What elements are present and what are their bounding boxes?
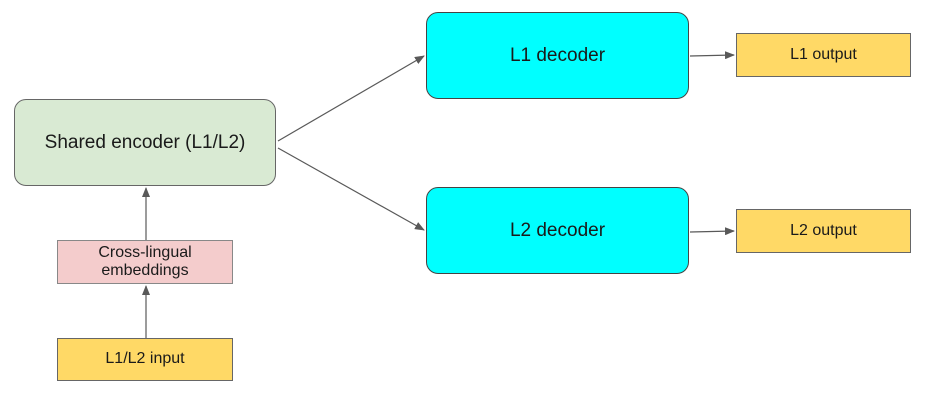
edge-l2-decoder-to-l2-output	[689, 227, 735, 236]
input-label: L1/L2 input	[105, 350, 185, 368]
input-box: L1/L2 input	[57, 338, 233, 381]
l1-decoder-box: L1 decoder	[426, 12, 689, 99]
edge-l1-decoder-to-l1-output	[689, 51, 735, 60]
l2-output-box: L2 output	[736, 209, 911, 253]
l2-decoder-box: L2 decoder	[426, 187, 689, 274]
l1-decoder-label: L1 decoder	[509, 44, 606, 66]
cross-lingual-embeddings-box: Cross-lingual embeddings	[57, 240, 233, 284]
shared-encoder-box: Shared encoder (L1/L2)	[14, 99, 276, 186]
edge-encoder-to-l2-decoder	[277, 147, 425, 231]
l2-output-label: L2 output	[790, 221, 857, 239]
cross-lingual-embeddings-label: Cross-lingual embeddings	[98, 243, 192, 279]
edge-encoder-to-l1-decoder	[277, 55, 425, 142]
l1-output-label: L1 output	[790, 45, 857, 63]
l2-decoder-label: L2 decoder	[509, 219, 606, 241]
l1-output-box: L1 output	[736, 33, 911, 77]
shared-encoder-label: Shared encoder (L1/L2)	[44, 131, 246, 153]
